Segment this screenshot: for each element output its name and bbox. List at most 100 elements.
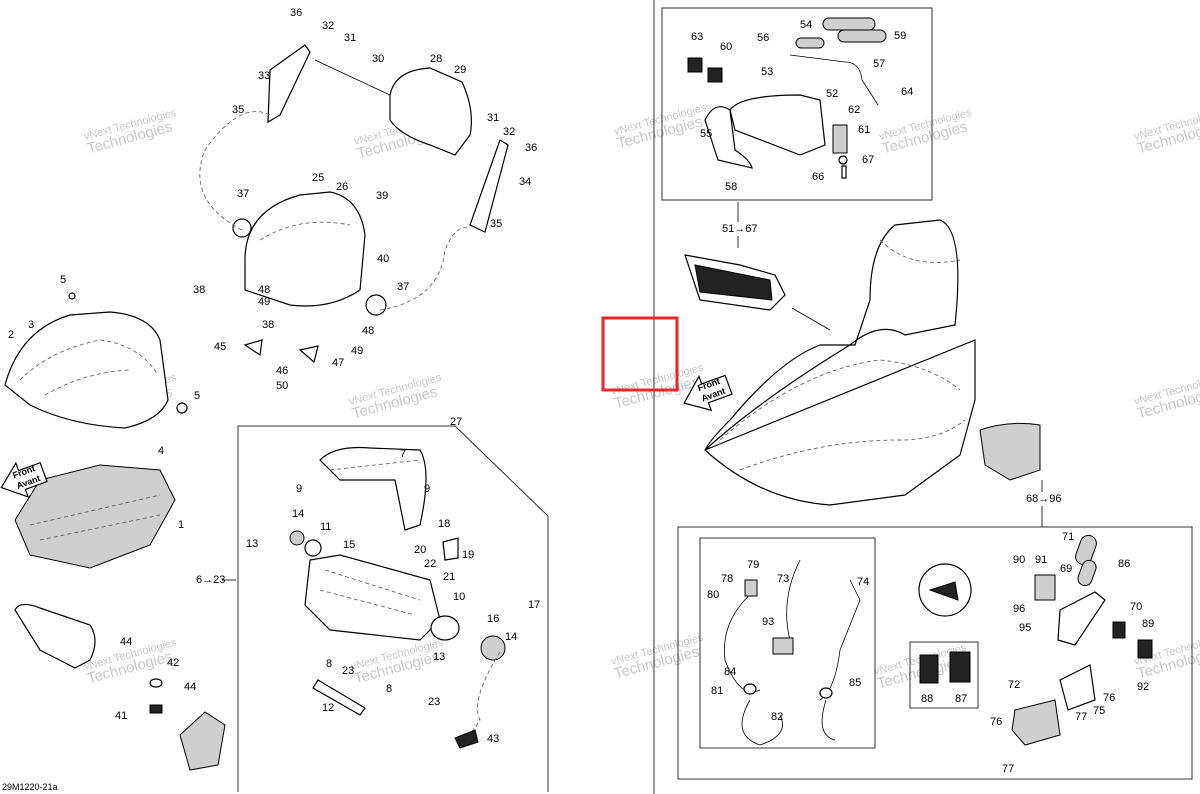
callout-74: 74 [857, 576, 869, 588]
callout-38b: 38 [262, 319, 274, 331]
callout-72: 72 [1008, 679, 1020, 691]
callout-8: 8 [326, 658, 332, 670]
callout-78: 78 [721, 573, 733, 585]
callout-16: 16 [487, 613, 499, 625]
callout-75: 75 [1093, 705, 1105, 717]
callout-4: 4 [158, 445, 164, 457]
callout-81: 81 [711, 685, 723, 697]
callout-40: 40 [377, 253, 389, 265]
callout-26: 26 [336, 181, 348, 193]
callout-93: 93 [762, 616, 774, 628]
callout-90: 90 [1013, 554, 1025, 566]
callout-67: 67 [862, 154, 874, 166]
frames [237, 0, 1193, 794]
callout-2: 2 [8, 329, 14, 341]
callout-30: 30 [372, 53, 384, 65]
callout-32: 32 [322, 20, 334, 32]
callout-41: 41 [115, 710, 127, 722]
callout-48b: 48 [362, 325, 374, 337]
callout-49: 49 [258, 296, 270, 308]
callout-37b: 37 [397, 281, 409, 293]
callout-82: 82 [771, 711, 783, 723]
callout-77: 77 [1075, 711, 1087, 723]
callout-66: 66 [812, 171, 824, 183]
callout-20: 20 [414, 544, 426, 556]
callout-44: 44 [120, 636, 132, 648]
callout-3: 3 [28, 319, 34, 331]
callout-91: 91 [1035, 554, 1047, 566]
callout-23: 23 [342, 665, 354, 677]
callout-77b: 77 [1002, 763, 1014, 775]
callout-34: 34 [519, 176, 531, 188]
callout-63: 63 [691, 31, 703, 43]
callout-32b: 32 [503, 126, 515, 138]
backrest-group [199, 44, 509, 364]
callout-71: 71 [1062, 531, 1074, 543]
callout-9: 9 [296, 483, 302, 495]
callout-54: 54 [800, 19, 812, 31]
callout-49b: 49 [351, 345, 363, 357]
callout-47: 47 [332, 357, 344, 369]
range-51-67: 51→67 [722, 223, 757, 235]
callout-1: 1 [178, 519, 184, 531]
callout-92: 92 [1137, 681, 1149, 693]
callout-11: 11 [320, 521, 331, 533]
callout-87: 87 [955, 693, 967, 705]
callout-39: 39 [376, 190, 388, 202]
side-parts-group [14, 603, 226, 771]
callout-27: 27 [450, 416, 462, 428]
callout-10: 10 [453, 591, 465, 603]
callout-76b: 76 [990, 716, 1002, 728]
frame-assembly-group [289, 446, 506, 749]
callout-44b: 44 [184, 681, 196, 693]
callout-42: 42 [167, 657, 179, 669]
full-seat-group [684, 219, 1041, 506]
callout-61: 61 [858, 124, 870, 136]
callout-64: 64 [901, 86, 913, 98]
document-code: 29M1220-21a [2, 782, 58, 792]
callout-29: 29 [454, 64, 466, 76]
callout-12: 12 [322, 702, 334, 714]
range-labels: 6→23 51→67 68→96 [196, 202, 1061, 586]
callout-14: 14 [292, 508, 304, 520]
callout-59: 59 [894, 30, 906, 42]
callout-52: 52 [826, 88, 838, 100]
callout-22: 22 [424, 558, 436, 570]
highlight-box [601, 316, 679, 392]
callout-95: 95 [1019, 622, 1031, 634]
range-68-96: 68→96 [1026, 493, 1061, 505]
callout-25: 25 [312, 172, 324, 184]
callout-48: 48 [258, 284, 270, 296]
callout-14b: 14 [505, 631, 517, 643]
callout-23b: 23 [428, 696, 440, 708]
callout-35: 35 [232, 104, 244, 116]
callout-79: 79 [747, 559, 759, 571]
range-6-23: 6→23 [196, 574, 225, 586]
callout-84: 84 [724, 666, 736, 678]
callout-70: 70 [1130, 601, 1142, 613]
callout-33: 33 [258, 70, 270, 82]
callout-46: 46 [276, 365, 288, 377]
callout-86: 86 [1118, 558, 1130, 570]
callout-38: 38 [193, 284, 205, 296]
callout-50: 50 [276, 380, 288, 392]
seat-base-group [4, 292, 188, 569]
callout-8b: 8 [386, 683, 392, 695]
callout-35b: 35 [490, 218, 502, 230]
callout-31b: 31 [487, 112, 499, 124]
callout-15: 15 [343, 539, 355, 551]
callout-5b: 5 [194, 390, 200, 402]
callout-13b: 13 [433, 651, 445, 663]
callout-21: 21 [443, 571, 455, 583]
callout-57: 57 [873, 58, 885, 70]
callout-19: 19 [462, 549, 474, 561]
callout-96: 96 [1013, 603, 1025, 615]
callout-37: 37 [237, 188, 249, 200]
heater-kit-group [724, 534, 1153, 746]
callout-28: 28 [430, 53, 442, 65]
callout-60: 60 [720, 41, 732, 53]
callout-36b: 36 [525, 142, 537, 154]
callout-76: 76 [1103, 692, 1115, 704]
